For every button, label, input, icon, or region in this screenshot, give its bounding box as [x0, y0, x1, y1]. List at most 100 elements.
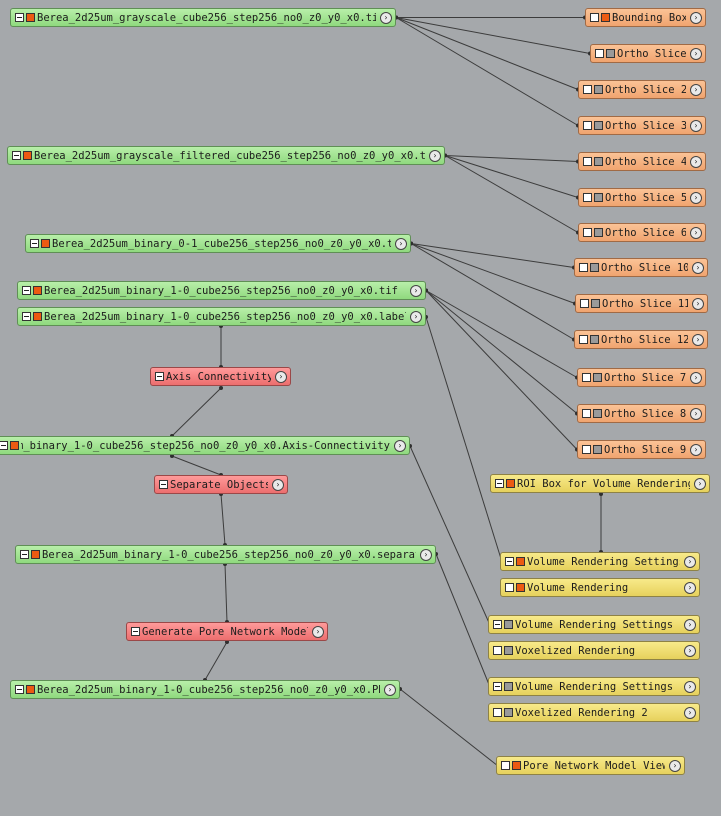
viz-node-ortho-slice-6[interactable]: Ortho Slice 6› — [578, 223, 706, 242]
chevron-right-circle-icon[interactable]: › — [690, 371, 702, 384]
chevron-right-circle-icon[interactable]: › — [380, 11, 392, 24]
collapse-toggle-icon[interactable] — [0, 441, 8, 450]
chevron-right-circle-icon[interactable]: › — [275, 370, 287, 383]
chevron-right-circle-icon[interactable]: › — [690, 83, 702, 96]
collapse-toggle-icon[interactable] — [155, 372, 164, 381]
visibility-checkbox-icon[interactable] — [582, 445, 591, 454]
render-node-volume-rendering-settings-2[interactable]: Volume Rendering Settings 2› — [488, 615, 700, 634]
chevron-right-circle-icon[interactable]: › — [420, 548, 432, 561]
visibility-checkbox-icon[interactable] — [505, 583, 514, 592]
module-node-separate-objects[interactable]: Separate Objects› — [154, 475, 288, 494]
visibility-checkbox-icon[interactable] — [595, 49, 604, 58]
output-port-dot[interactable] — [219, 386, 223, 390]
viz-node-ortho-slice-2[interactable]: Ortho Slice 2› — [578, 80, 706, 99]
render-node-volume-rendering[interactable]: Volume Rendering› — [500, 578, 700, 597]
chevron-right-circle-icon[interactable]: › — [429, 149, 441, 162]
collapse-toggle-icon[interactable] — [30, 239, 39, 248]
chevron-right-circle-icon[interactable]: › — [684, 644, 696, 657]
collapse-toggle-icon[interactable] — [22, 312, 31, 321]
chevron-right-circle-icon[interactable]: › — [690, 443, 702, 456]
visibility-checkbox-icon[interactable] — [582, 409, 591, 418]
collapse-toggle-icon[interactable] — [495, 479, 504, 488]
collapse-toggle-icon[interactable] — [12, 151, 21, 160]
visibility-checkbox-icon[interactable] — [583, 228, 592, 237]
render-node-voxelized-rendering-2[interactable]: Voxelized Rendering 2› — [488, 703, 700, 722]
viz-node-ortho-slice-5[interactable]: Ortho Slice 5› — [578, 188, 706, 207]
visibility-checkbox-icon[interactable] — [582, 373, 591, 382]
chevron-right-circle-icon[interactable]: › — [690, 119, 702, 132]
chevron-right-circle-icon[interactable]: › — [690, 11, 702, 24]
collapse-toggle-icon[interactable] — [505, 557, 514, 566]
viz-node-ortho-slice-7[interactable]: Ortho Slice 7› — [577, 368, 706, 387]
chevron-right-circle-icon[interactable]: › — [395, 237, 407, 250]
collapse-toggle-icon[interactable] — [493, 620, 502, 629]
chevron-right-circle-icon[interactable]: › — [684, 555, 696, 568]
chevron-right-circle-icon[interactable]: › — [684, 680, 696, 693]
data-node-berea-2d25um-grayscale-cube256-step256-no0-z0-y0-x0-tif[interactable]: Berea_2d25um_grayscale_cube256_step256_n… — [10, 8, 396, 27]
visibility-checkbox-icon[interactable] — [579, 263, 588, 272]
data-node-berea-2d25um-binary-1-0-cube256-step256-no0-z0-y0-x0-labels[interactable]: Berea_2d25um_binary_1-0_cube256_step256_… — [17, 307, 426, 326]
render-node-pore-network-model-view[interactable]: Pore Network Model View› — [496, 756, 685, 775]
visibility-checkbox-icon[interactable] — [590, 13, 599, 22]
chevron-right-circle-icon[interactable]: › — [690, 155, 702, 168]
visibility-checkbox-icon[interactable] — [493, 646, 502, 655]
chevron-right-circle-icon[interactable]: › — [684, 581, 696, 594]
viz-node-ortho-slice-3[interactable]: Ortho Slice 3› — [578, 116, 706, 135]
visibility-checkbox-icon[interactable] — [580, 299, 589, 308]
chevron-right-circle-icon[interactable]: › — [410, 310, 422, 323]
viz-node-ortho-slice-4[interactable]: Ortho Slice 4› — [578, 152, 706, 171]
data-node-berea-2d25um-binary-0-1-cube256-step256-no0-z0-y0-x0-tif[interactable]: Berea_2d25um_binary_0-1_cube256_step256_… — [25, 234, 411, 253]
render-node-voxelized-rendering[interactable]: Voxelized Rendering› — [488, 641, 700, 660]
chevron-right-circle-icon[interactable]: › — [410, 284, 422, 297]
visibility-checkbox-icon[interactable] — [583, 193, 592, 202]
viz-node-ortho-slice-10[interactable]: Ortho Slice 10› — [574, 258, 708, 277]
chevron-right-circle-icon[interactable]: › — [690, 407, 702, 420]
data-node-berea-2d25um-binary-1-0-cube256-step256-no0-z0-y0-x0-separate[interactable]: Berea_2d25um_binary_1-0_cube256_step256_… — [15, 545, 436, 564]
data-node-berea-2d25um-binary-1-0-cube256-step256-no0-z0-y0-x0-axis-connectivity[interactable]: Berea_2d25um_binary_1-0_cube256_step256_… — [0, 436, 410, 455]
visibility-checkbox-icon[interactable] — [583, 157, 592, 166]
viz-node-ortho-slice-9[interactable]: Ortho Slice 9› — [577, 440, 706, 459]
chevron-right-circle-icon[interactable]: › — [684, 706, 696, 719]
collapse-toggle-icon[interactable] — [15, 685, 24, 694]
module-node-axis-connectivity[interactable]: Axis Connectivity› — [150, 367, 291, 386]
chevron-right-circle-icon[interactable]: › — [384, 683, 396, 696]
viz-node-ortho-slice-11[interactable]: Ortho Slice 11 › — [575, 294, 708, 313]
viz-node-ortho-slice[interactable]: Ortho Slice› — [590, 44, 706, 63]
visibility-checkbox-icon[interactable] — [583, 121, 592, 130]
render-node-volume-rendering-settings[interactable]: Volume Rendering Settings› — [500, 552, 700, 571]
viz-node-ortho-slice-12[interactable]: Ortho Slice 12› — [574, 330, 708, 349]
data-node-berea-2d25um-binary-1-0-cube256-step256-no0-z0-y0-x0-pnm[interactable]: Berea_2d25um_binary_1-0_cube256_step256_… — [10, 680, 400, 699]
render-node-roi-box-for-volume-rendering[interactable]: ROI Box for Volume Rendering› — [490, 474, 710, 493]
chevron-right-circle-icon[interactable]: › — [694, 477, 706, 490]
visibility-checkbox-icon[interactable] — [501, 761, 510, 770]
collapse-toggle-icon[interactable] — [15, 13, 24, 22]
color-swatch-gray-icon — [590, 263, 599, 272]
chevron-right-circle-icon[interactable]: › — [394, 439, 406, 452]
render-node-volume-rendering-settings-3[interactable]: Volume Rendering Settings 3› — [488, 677, 700, 696]
collapse-toggle-icon[interactable] — [22, 286, 31, 295]
node-label: Ortho Slice 11 — [602, 297, 688, 310]
module-node-generate-pore-network-model[interactable]: Generate Pore Network Model› — [126, 622, 328, 641]
chevron-right-circle-icon[interactable]: › — [684, 618, 696, 631]
wire-n4-v13 — [425, 290, 578, 450]
visibility-checkbox-icon[interactable] — [583, 85, 592, 94]
visibility-checkbox-icon[interactable] — [493, 708, 502, 717]
viz-node-ortho-slice-8[interactable]: Ortho Slice 8› — [577, 404, 706, 423]
chevron-right-circle-icon[interactable]: › — [669, 759, 681, 772]
chevron-right-circle-icon[interactable]: › — [692, 333, 704, 346]
data-node-berea-2d25um-grayscale-filtered-cube256-step256-no0-z0-y0-x0-tif[interactable]: Berea_2d25um_grayscale_filtered_cube256_… — [7, 146, 445, 165]
chevron-right-circle-icon[interactable]: › — [690, 47, 702, 60]
chevron-right-circle-icon[interactable]: › — [272, 478, 284, 491]
collapse-toggle-icon[interactable] — [131, 627, 140, 636]
chevron-right-circle-icon[interactable]: › — [312, 625, 324, 638]
data-node-berea-2d25um-binary-1-0-cube256-step256-no0-z0-y0-x0-tif[interactable]: Berea_2d25um_binary_1-0_cube256_step256_… — [17, 281, 426, 300]
viz-node-bounding-box[interactable]: Bounding Box› — [585, 8, 706, 27]
chevron-right-circle-icon[interactable]: › — [690, 226, 702, 239]
chevron-right-circle-icon[interactable]: › — [692, 261, 704, 274]
visibility-checkbox-icon[interactable] — [579, 335, 588, 344]
collapse-toggle-icon[interactable] — [20, 550, 29, 559]
collapse-toggle-icon[interactable] — [493, 682, 502, 691]
chevron-right-circle-icon[interactable]: › — [690, 191, 702, 204]
collapse-toggle-icon[interactable] — [159, 480, 168, 489]
chevron-right-circle-icon[interactable]: › — [692, 297, 704, 310]
